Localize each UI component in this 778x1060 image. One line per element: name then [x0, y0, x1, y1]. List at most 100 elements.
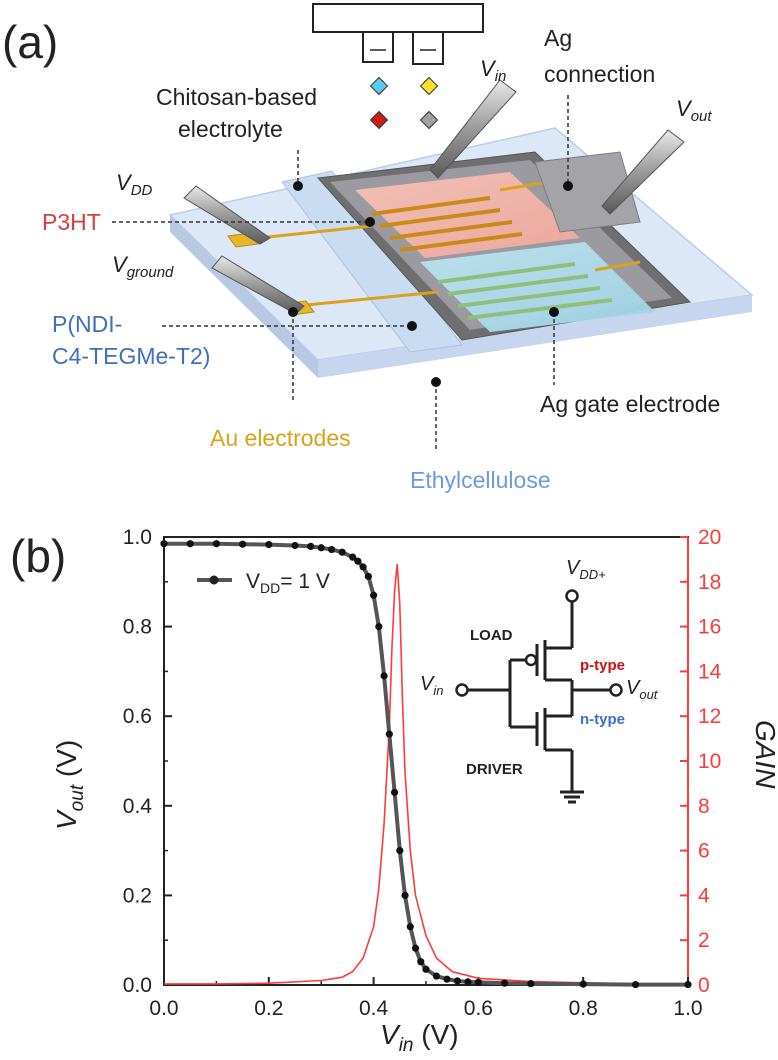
pndi-interdigitated-electrodes	[437, 262, 613, 320]
vout-data-point	[212, 540, 220, 548]
vout-data-point	[396, 847, 404, 855]
vout-data-point	[632, 980, 640, 989]
vout-data-point	[453, 977, 462, 985]
y2-tick-label: 2	[698, 929, 710, 952]
circuit-ntype: n-type	[580, 711, 625, 728]
y-axis-title: Vout (V)	[51, 740, 88, 830]
label-ag-connection-1: Ag	[544, 25, 572, 51]
y-tick-label: 0.6	[123, 705, 152, 728]
x-tick-label: 1.0	[673, 997, 702, 1020]
panel-b-label: (b)	[10, 530, 66, 582]
substrate-front	[318, 295, 752, 378]
x-tick-label: 0.4	[359, 997, 389, 1020]
legend-label: VDD= 1 V	[246, 570, 330, 596]
inverter-circuit: VDD+ LOAD p-type Vin Vout n-type DRIVER	[420, 557, 659, 804]
vout-data-point	[417, 958, 425, 966]
label-chitosan-2: electrolyte	[178, 116, 283, 142]
label-pndi-2: C4-TEGMe-T2)	[52, 343, 210, 369]
vout-data-point	[411, 944, 420, 952]
vout-data-point	[317, 544, 325, 552]
vout-data-point	[501, 979, 509, 987]
circuit-vout: Vout	[626, 677, 659, 702]
label-ag-connection-2: connection	[544, 61, 655, 87]
y2-tick-label: 10	[698, 750, 721, 773]
plot-frame	[163, 536, 689, 986]
vout-data-point	[359, 563, 367, 571]
vout-data-point	[390, 788, 399, 796]
circuit-vdd: VDD+	[566, 557, 606, 582]
label-vground: Vground	[112, 252, 174, 281]
pmos-bubble	[524, 653, 538, 667]
circuit-ptype: p-type	[580, 657, 625, 674]
gray-diamond-icon	[419, 110, 439, 130]
y-tick-label: 1.0	[123, 526, 152, 549]
y2-tick-label: 18	[698, 571, 721, 594]
device-inset-icon	[312, 3, 484, 65]
x-tick-label: 0.8	[569, 997, 598, 1020]
label-ethylcellulose: Ethylcellulose	[410, 467, 551, 493]
chitosan-electrolyte	[281, 170, 463, 353]
p3ht-interdigitated-electrodes	[371, 196, 523, 252]
x-tick-label: 0.2	[254, 997, 283, 1020]
vout-data-point	[291, 541, 299, 550]
vout-data-point	[579, 980, 587, 988]
legend-marker	[209, 575, 219, 585]
y-tick-label: 0.2	[123, 884, 152, 907]
y2-tick-label: 14	[698, 660, 722, 683]
vout-data-point	[406, 923, 414, 931]
substrate-side	[170, 215, 318, 378]
leader-dots	[288, 181, 573, 387]
vout-data-point	[385, 730, 393, 738]
y2-tick-label: 0	[698, 974, 710, 997]
cyan-diamond-icon	[369, 76, 389, 96]
vout-series-line	[164, 541, 688, 987]
x-tick-label: 0.6	[464, 997, 493, 1020]
y2-tick-label: 6	[698, 840, 710, 863]
y-tick-label: 0.0	[123, 974, 152, 997]
x-axis-title: Vin (V)	[380, 1019, 459, 1056]
red-diamond-icon	[369, 110, 389, 130]
vout-data-point	[307, 542, 315, 551]
y2-tick-label: 20	[698, 526, 721, 549]
vout-data-point	[380, 672, 388, 680]
series-layer	[160, 540, 692, 989]
probe-vin	[429, 79, 517, 179]
y2-tick-label: 12	[698, 705, 721, 728]
legend: VDD= 1 V	[197, 570, 330, 596]
vout-data-point	[239, 540, 247, 548]
label-ag-gate: Ag gate electrode	[540, 391, 720, 417]
label-chitosan-1: Chitosan-based	[156, 84, 317, 110]
panel-a-label: (a)	[2, 16, 58, 68]
vout-data-point	[527, 980, 535, 988]
vout-data-point	[422, 965, 430, 973]
vout-data-point	[186, 540, 194, 548]
label-vin: Vin	[480, 56, 506, 85]
vout-data-point	[401, 891, 409, 900]
vout-terminal	[609, 683, 623, 697]
label-p3ht: P3HT	[42, 209, 101, 235]
y-tick-label: 0.8	[123, 616, 152, 639]
yellow-diamond-icon	[419, 76, 439, 96]
pndi-channel	[420, 242, 655, 332]
gain-series-line	[164, 563, 688, 985]
vout-data-point	[375, 623, 383, 631]
vout-data-point	[432, 972, 441, 980]
leader-lines	[112, 95, 569, 450]
y2-tick-label: 8	[698, 795, 710, 818]
ag-connection-pad	[534, 151, 641, 233]
vout-data-point	[160, 540, 168, 548]
vout-data-point	[338, 548, 346, 556]
panel-a: (a)	[2, 3, 754, 493]
vin-terminal	[455, 683, 469, 697]
probe-ground	[211, 255, 305, 315]
vout-data-point	[370, 591, 378, 599]
label-vout: Vout	[676, 96, 712, 125]
x-tick-label: 0.0	[149, 997, 178, 1020]
probe-vdd	[183, 185, 271, 245]
label-au-electrodes: Au electrodes	[210, 425, 351, 451]
y2-tick-label: 4	[698, 884, 710, 907]
vout-data-point	[474, 978, 482, 986]
